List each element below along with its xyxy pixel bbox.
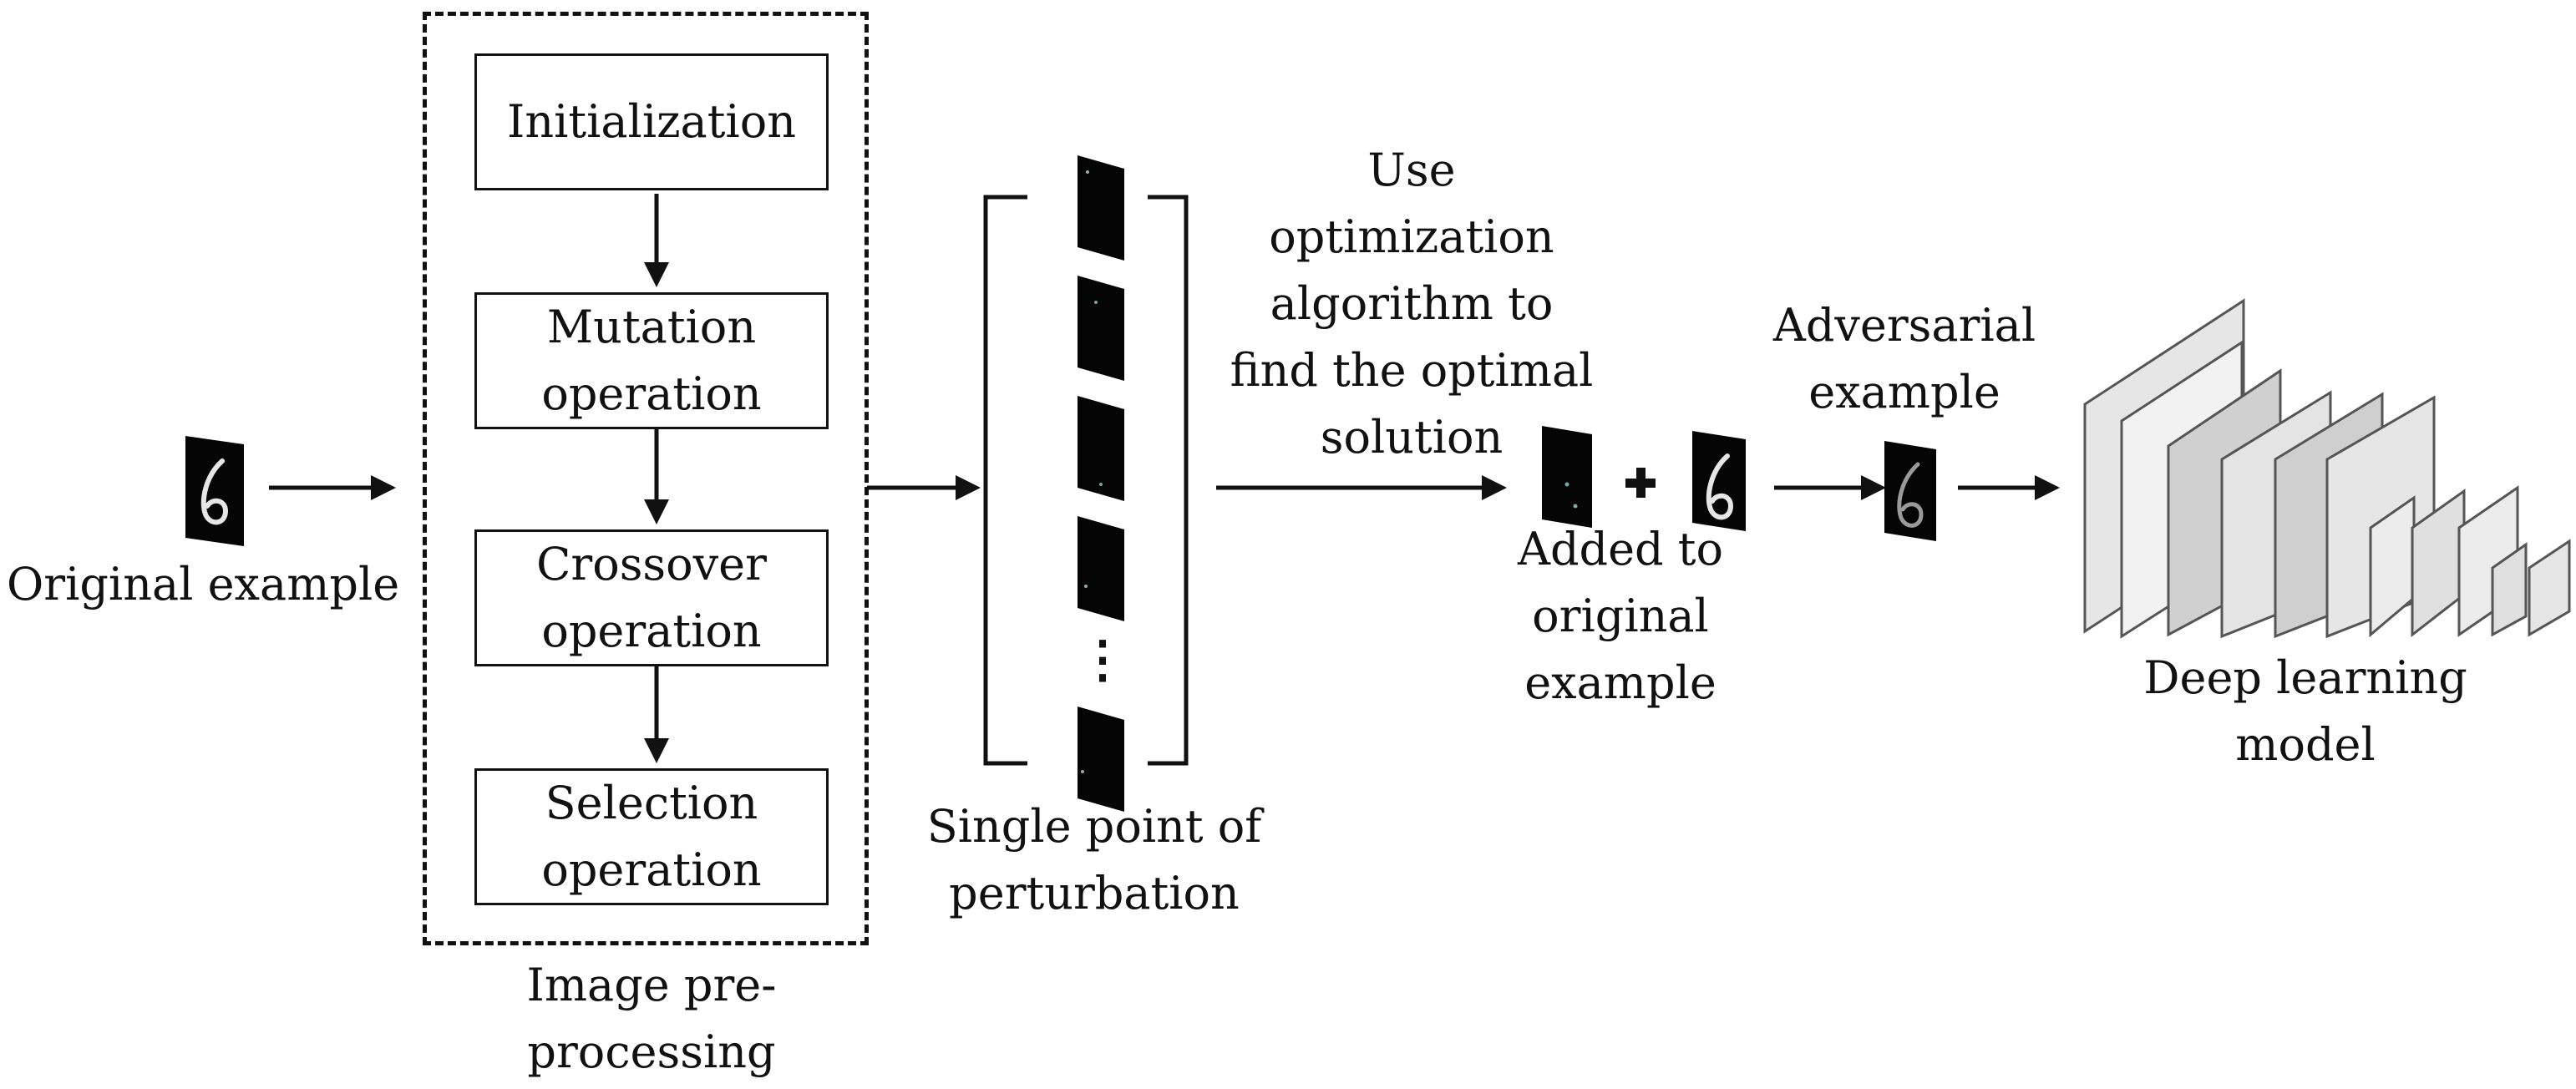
mutation-label-2: operation — [541, 367, 762, 420]
perturbation-images — [1078, 155, 1124, 812]
ellipsis-icon: ⋮ — [1078, 631, 1128, 689]
plus-icon — [1625, 468, 1656, 498]
model-layer — [2491, 542, 2528, 637]
arrowhead — [2035, 475, 2060, 500]
preprocessing-label-line: processing — [527, 1026, 776, 1078]
added-label: Added to original example — [1495, 516, 1746, 717]
bracket-right — [1148, 195, 1189, 766]
adversarial-label: Adversarial example — [1754, 292, 2055, 426]
adversarial-example-image — [1884, 441, 1936, 541]
mutation-step: Mutation operation — [474, 292, 829, 429]
model-label-line: model — [2235, 718, 2376, 771]
optimization-label-line: optimization — [1269, 210, 1554, 263]
perturbation-image — [1078, 276, 1124, 381]
mutation-label: Mutation — [546, 301, 757, 353]
optimization-original-image — [1692, 431, 1746, 531]
model-layer — [2528, 539, 2571, 637]
arrowhead — [956, 475, 981, 500]
perturbation-label-line: Single point of — [926, 800, 1262, 853]
added-label-line: Added to — [1517, 523, 1724, 575]
optimization-label: Use optimization algorithm to find the o… — [1203, 137, 1620, 471]
crossover-label: Crossover — [536, 538, 767, 590]
preprocessing-label-line: Image pre- — [526, 959, 777, 1011]
perturbation-image — [1078, 516, 1124, 621]
added-label-line: example — [1524, 656, 1716, 709]
selection-step: Selection operation — [474, 768, 829, 905]
arrowhead — [1482, 475, 1507, 500]
perturbation-label: Single point of perturbation — [919, 793, 1270, 927]
optimization-label-line: algorithm to — [1270, 277, 1554, 330]
added-label-line: original — [1532, 590, 1709, 642]
original-example-label: Original example — [7, 558, 400, 610]
arrowhead — [644, 738, 669, 763]
perturbation-label-line: perturbation — [949, 867, 1240, 919]
selection-label-2: operation — [541, 843, 762, 896]
model-label: Deep learning model — [2105, 645, 2506, 778]
optimization-label-line: solution — [1320, 411, 1504, 463]
model-label-line: Deep learning — [2143, 651, 2467, 704]
model-layers — [2083, 298, 2571, 639]
perturbation-image — [1078, 396, 1124, 501]
arrowhead — [644, 499, 669, 524]
initialization-step: Initialization — [474, 53, 829, 190]
adversarial-label-line: Adversarial — [1772, 299, 2036, 352]
perturbation-result-image — [1542, 426, 1592, 528]
perturbation-image — [1078, 707, 1124, 812]
initialization-label: Initialization — [507, 95, 796, 148]
selection-label: Selection — [545, 777, 758, 829]
preprocessing-container — [423, 12, 869, 945]
arrowhead — [1861, 475, 1886, 500]
original-example-image — [185, 436, 244, 546]
optimization-label-line: find the optimal — [1230, 344, 1594, 397]
crossover-step: Crossover operation — [474, 529, 829, 666]
arrowhead — [644, 262, 669, 287]
bracket-left — [983, 195, 1027, 766]
arrowhead — [371, 475, 396, 500]
preprocessing-label: Image pre- processing — [468, 952, 835, 1086]
optimization-label-line: Use — [1367, 144, 1456, 196]
adversarial-label-line: example — [1808, 366, 2000, 418]
perturbation-image — [1078, 155, 1124, 261]
crossover-label-2: operation — [541, 605, 762, 657]
